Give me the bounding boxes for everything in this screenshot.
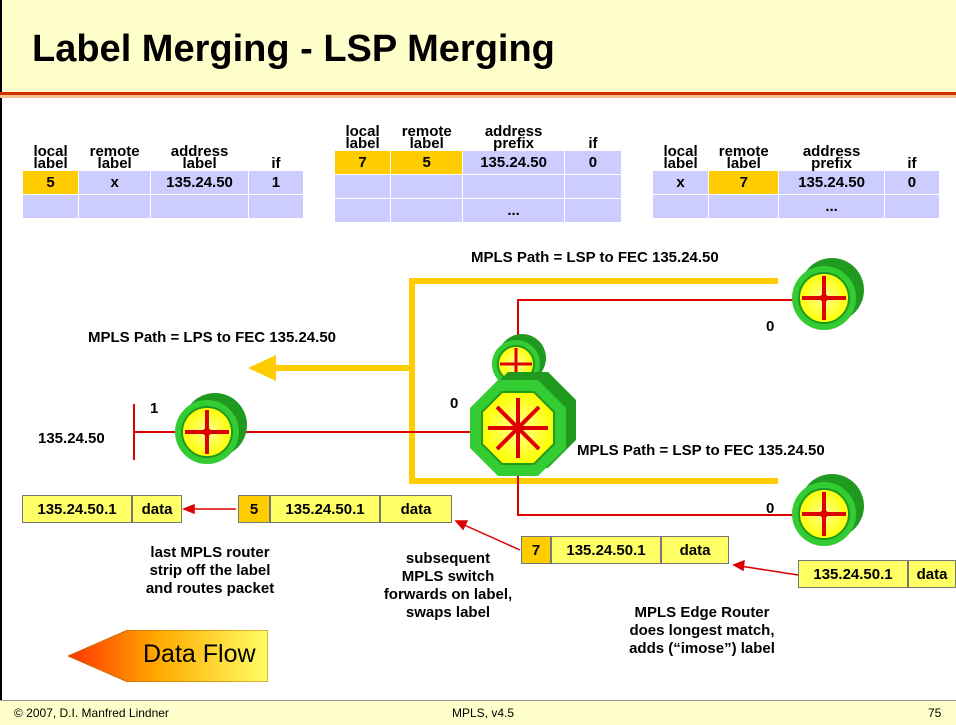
packet-data: data [661,536,729,564]
table-cell [708,194,780,219]
table-cell [563,174,623,199]
data-flow-label: Data Flow [143,640,256,668]
packet-data: data [380,495,452,523]
table-cell: x [651,170,710,195]
table-cell: 0 [563,150,623,175]
interface-label: 0 [766,500,775,517]
table-cell [333,198,392,223]
interface-label: 1 [150,400,159,417]
table-cell [390,174,464,199]
mpls-switch [470,372,576,476]
table-cell [21,194,80,219]
router-bottom-right [792,474,864,546]
table-header: if [247,140,305,171]
network-diagram [133,258,864,576]
router-left [175,393,247,464]
table-cell: 135.24.50 [778,170,885,195]
table-cell [333,174,392,199]
table-cell [247,194,305,219]
network-label: 135.24.50 [38,430,105,447]
packet-address: 135.24.50.1 [798,560,908,588]
table-header: if [883,140,941,171]
interface-label: 0 [766,318,775,335]
interface-label: 0 [450,395,459,412]
table-cell [150,194,249,219]
packet-address: 135.24.50.1 [22,495,132,523]
packet-label-7: 7 135.24.50.1 data [521,536,729,564]
table-cell: ... [778,194,885,219]
footer: © 2007, D.I. Manfred Lindner MPLS, v4.5 … [0,700,956,725]
table-cell: 0 [883,170,941,195]
data-flow-arrow: Data Flow [68,630,268,682]
packet-data: data [908,560,956,588]
table-header: if [563,120,623,151]
footer-copyright: © 2007, D.I. Manfred Lindner [14,706,169,720]
left-border [0,98,2,700]
table-cell: 7 [333,150,392,175]
path-label-left: MPLS Path = LPS to FEC 135.24.50 [88,329,336,346]
table-cell [390,198,464,223]
title-divider-shadow [0,95,956,98]
packet-incoming: 135.24.50.1 data [798,560,956,588]
table-cell: 135.24.50 [150,170,249,195]
table-cell: ... [462,198,565,223]
packet-address: 135.24.50.1 [551,536,661,564]
table-cell: 1 [247,170,305,195]
router-top-right [792,258,864,330]
packet-label: 7 [521,536,551,564]
table-cell: 135.24.50 [462,150,565,175]
table-cell: x [78,170,152,195]
table-cell [462,174,565,199]
packet-data: data [132,495,182,523]
page-number: 75 [928,706,942,720]
path-label-right: MPLS Path = LSP to FEC 135.24.50 [577,442,825,459]
packet-label: 5 [238,495,270,523]
mpls-path-lines [248,278,778,484]
table-cell [651,194,710,219]
footer-course: MPLS, v4.5 [452,706,515,720]
packet-address: 135.24.50.1 [270,495,380,523]
flow-arrows [181,503,799,576]
packet-label-5: 5 135.24.50.1 data [238,495,452,523]
table-cell: 5 [21,170,80,195]
table-cell [883,194,941,219]
path-label-top: MPLS Path = LSP to FEC 135.24.50 [471,249,719,266]
title-bar: Label Merging - LSP Merging [0,0,956,92]
table-cell [78,194,152,219]
slide-title: Label Merging - LSP Merging [32,28,555,70]
packet-delivered: 135.24.50.1 data [22,495,182,523]
table-cell: 5 [390,150,464,175]
title-divider [0,92,956,95]
table-cell [563,198,623,223]
table-cell: 7 [708,170,780,195]
